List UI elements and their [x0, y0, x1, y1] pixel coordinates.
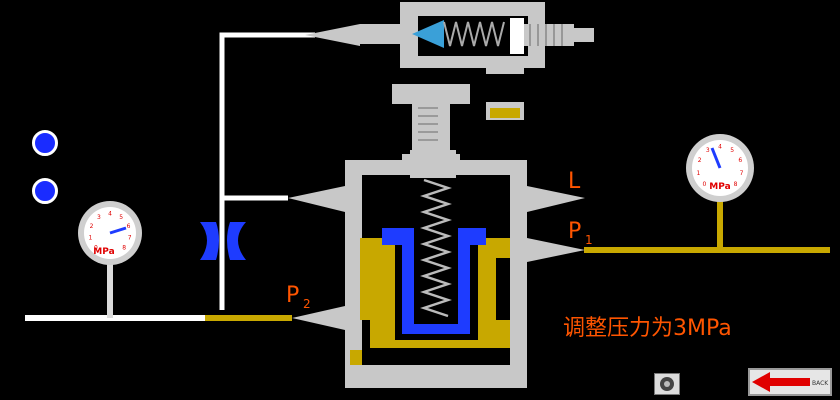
- gauge-scale-label: 6: [127, 223, 131, 230]
- port-p2-label: P: [286, 283, 299, 308]
- gauge-scale-label: 2: [90, 223, 94, 230]
- port-p1-label: P: [568, 219, 581, 244]
- p1-port-cone: [527, 238, 585, 262]
- gauge-scale-label: 0: [703, 181, 707, 188]
- port-p2-subscript: 2: [303, 297, 311, 311]
- port-p1-subscript: 1: [585, 233, 593, 247]
- back-button-text: BACK: [812, 380, 829, 387]
- gauge-scale-label: 6: [738, 157, 742, 164]
- gauge-scale-label: 5: [119, 214, 123, 221]
- nav-button-1-icon[interactable]: [32, 130, 58, 156]
- gauge-scale-label: 3: [706, 147, 710, 154]
- main-valve-body: [345, 84, 527, 388]
- gauge-scale-label: 2: [698, 157, 702, 164]
- speaker-button[interactable]: [654, 373, 680, 395]
- gauge-scale-label: 4: [108, 211, 112, 218]
- gauge-unit-left: MPa: [93, 247, 114, 257]
- pilot-cone: [305, 24, 360, 46]
- speaker-icon: [660, 377, 674, 391]
- gauge-scale-label: 0: [94, 245, 98, 252]
- back-button[interactable]: BACK: [748, 368, 832, 396]
- port-l-label: L: [568, 169, 581, 194]
- gauge-unit-right: MPa: [709, 182, 730, 192]
- l-port-cone: [288, 186, 345, 212]
- p2-port-cone: [292, 306, 345, 330]
- gauge-scale-label: 8: [734, 181, 738, 188]
- gauge-scale-label: 1: [88, 234, 92, 241]
- pilot-valve: [360, 2, 594, 120]
- gauge-scale-label: 5: [730, 147, 734, 154]
- nav-button-2-icon[interactable]: [32, 178, 58, 204]
- gauge-scale-label: 3: [97, 214, 101, 221]
- gauge-scale-label: 4: [718, 144, 722, 151]
- status-message: 调整压力为3MPa: [563, 316, 732, 341]
- gauge-scale-label: 7: [128, 234, 132, 241]
- gauge-scale-label: 8: [122, 245, 126, 252]
- damper-orifice: [200, 222, 246, 260]
- p1-pressure-gauge: 01 23 4 56 78 MPa: [686, 134, 754, 202]
- red-arrow-left-icon: BACK: [752, 372, 829, 392]
- gauge-scale-label: 7: [740, 170, 744, 177]
- pilot-pipe: [219, 32, 315, 310]
- l-port-cone-right: [527, 186, 585, 212]
- gauge-scale-label: 1: [697, 170, 701, 177]
